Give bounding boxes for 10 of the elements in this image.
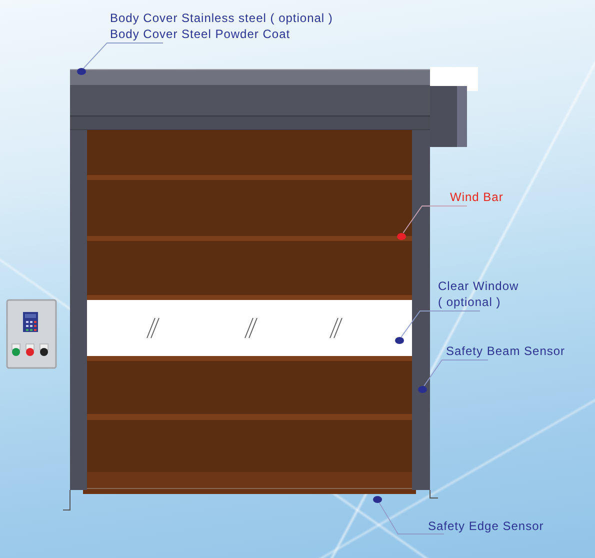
- callout-label: Safety Edge Sensor: [428, 518, 544, 534]
- callout-label: Clear Window ( optional ): [438, 278, 525, 310]
- callout-label: Wind Bar: [450, 189, 504, 205]
- leader-line: [378, 502, 444, 534]
- callout-label: Body Cover Steel Powder Coat: [110, 26, 292, 42]
- leader-line: [400, 310, 480, 338]
- callout-label: Body Cover Stainless steel ( optional ): [110, 10, 333, 26]
- callout-label: Safety Beam Sensor: [446, 343, 566, 359]
- callout-dot-icon: [372, 496, 382, 502]
- callout-dot-icon: [76, 68, 86, 74]
